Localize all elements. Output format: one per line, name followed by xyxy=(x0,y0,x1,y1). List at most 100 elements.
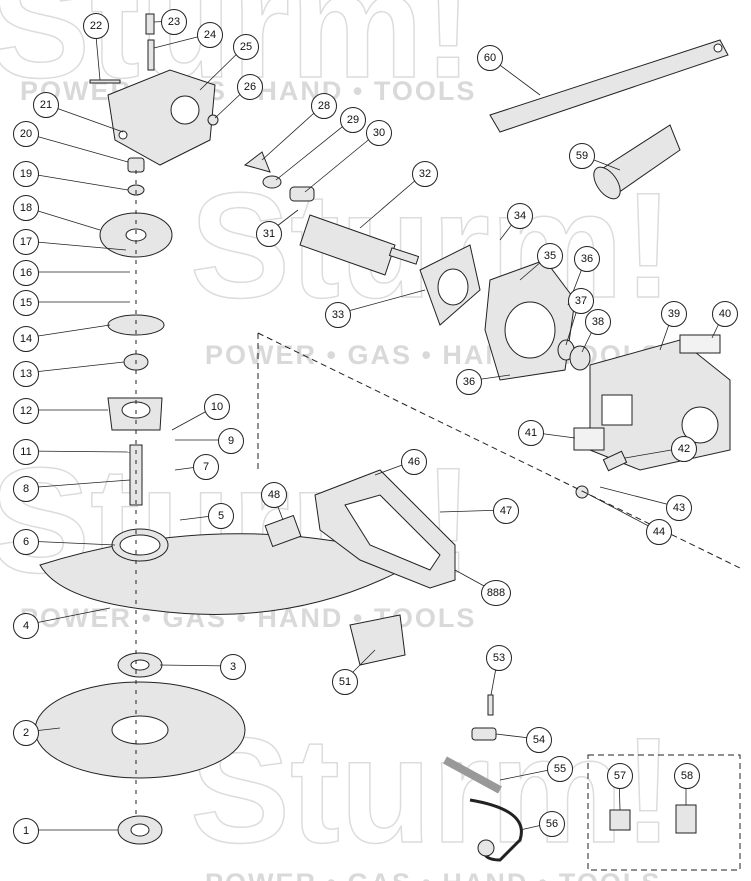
callout-28: 28 xyxy=(311,93,337,119)
callout-35: 35 xyxy=(537,243,563,269)
leader-line xyxy=(24,240,127,251)
callout-2: 2 xyxy=(13,720,39,746)
callout-37: 37 xyxy=(568,288,594,314)
leader-line xyxy=(24,132,129,163)
callout-60: 60 xyxy=(477,45,503,71)
callout-23: 23 xyxy=(161,9,187,35)
callout-19: 19 xyxy=(13,161,39,187)
leader-line xyxy=(261,104,324,161)
callout-44: 44 xyxy=(646,519,672,545)
callout-20: 20 xyxy=(13,121,39,147)
callout-16: 16 xyxy=(13,260,39,286)
callout-54: 54 xyxy=(526,727,552,753)
label-41 xyxy=(573,427,605,451)
leader-line xyxy=(599,486,679,508)
callout-48: 48 xyxy=(261,482,287,508)
callout-56: 56 xyxy=(539,811,565,837)
callout-22: 22 xyxy=(83,13,109,39)
callout-15: 15 xyxy=(13,290,39,316)
callout-14: 14 xyxy=(13,326,39,352)
cable-56 xyxy=(469,798,523,862)
screw-23 xyxy=(145,13,155,35)
callout-25: 25 xyxy=(233,34,259,60)
leader-line xyxy=(275,118,353,181)
screw-53 xyxy=(487,694,494,716)
bearing-20 xyxy=(127,157,145,173)
clamp-54 xyxy=(471,727,497,741)
knob-44 xyxy=(575,485,589,499)
spindle-8 xyxy=(129,444,143,506)
ring-21 xyxy=(118,130,128,140)
leader-line xyxy=(359,172,425,229)
leader-line xyxy=(24,607,111,626)
callout-29: 29 xyxy=(340,107,366,133)
callout-4: 4 xyxy=(13,613,39,639)
switch-42 xyxy=(602,450,628,472)
callout-39: 39 xyxy=(661,301,687,327)
callout-51: 51 xyxy=(332,669,358,695)
leader-line xyxy=(24,361,125,374)
plate-30 xyxy=(289,186,315,202)
screw-22 xyxy=(89,79,121,84)
leader-line xyxy=(24,324,111,339)
callout-34: 34 xyxy=(507,203,533,229)
brush-58 xyxy=(675,804,697,834)
callout-10: 10 xyxy=(204,394,230,420)
callout-55: 55 xyxy=(547,756,573,782)
callout-59: 59 xyxy=(569,143,595,169)
callout-7: 7 xyxy=(193,454,219,480)
callout-40: 40 xyxy=(712,301,738,327)
callout-53: 53 xyxy=(486,645,512,671)
callout-42: 42 xyxy=(671,436,697,462)
callout-888: 888 xyxy=(481,580,511,606)
callout-38: 38 xyxy=(585,309,611,335)
callout-13: 13 xyxy=(13,361,39,387)
callout-5: 5 xyxy=(208,503,234,529)
callout-43: 43 xyxy=(666,495,692,521)
brush-holder-57 xyxy=(609,809,631,831)
callout-11: 11 xyxy=(13,439,39,465)
watermark-tagline: POWER • GAS • HAND • TOOLS xyxy=(205,868,661,881)
callout-9: 9 xyxy=(218,428,244,454)
leader-line xyxy=(24,540,116,546)
callout-17: 17 xyxy=(13,229,39,255)
callout-21: 21 xyxy=(33,92,59,118)
brush-kit-box xyxy=(587,754,741,871)
armature-32 xyxy=(299,214,396,276)
callout-6: 6 xyxy=(13,529,39,555)
callout-3: 3 xyxy=(220,654,246,680)
wrench-60 xyxy=(489,39,729,133)
callout-32: 32 xyxy=(412,161,438,187)
callout-18: 18 xyxy=(13,195,39,221)
leader-line xyxy=(304,131,379,193)
pinion-28 xyxy=(243,151,271,173)
callout-12: 12 xyxy=(13,398,39,424)
callout-36: 36 xyxy=(456,369,482,395)
leader-line xyxy=(24,479,131,489)
callout-57: 57 xyxy=(607,763,633,789)
cord-guard-55 xyxy=(443,756,502,794)
plug xyxy=(477,839,495,857)
callout-36: 36 xyxy=(574,246,600,272)
callout-31: 31 xyxy=(256,221,282,247)
callout-1: 1 xyxy=(13,818,39,844)
leader-line xyxy=(24,450,131,453)
callout-58: 58 xyxy=(674,763,700,789)
callout-26: 26 xyxy=(237,74,263,100)
screw-24 xyxy=(147,39,155,71)
watermark-logo: Sturm! xyxy=(189,706,674,874)
callout-41: 41 xyxy=(518,420,544,446)
callout-33: 33 xyxy=(325,302,351,328)
callout-47: 47 xyxy=(493,498,519,524)
callout-30: 30 xyxy=(366,120,392,146)
callout-24: 24 xyxy=(197,22,223,48)
label-40 xyxy=(679,334,721,354)
clamp-51 xyxy=(349,614,406,666)
callout-46: 46 xyxy=(401,449,427,475)
leader-line xyxy=(336,289,426,315)
gear-housing xyxy=(107,69,216,166)
switch-48 xyxy=(264,514,302,548)
callout-8: 8 xyxy=(13,476,39,502)
